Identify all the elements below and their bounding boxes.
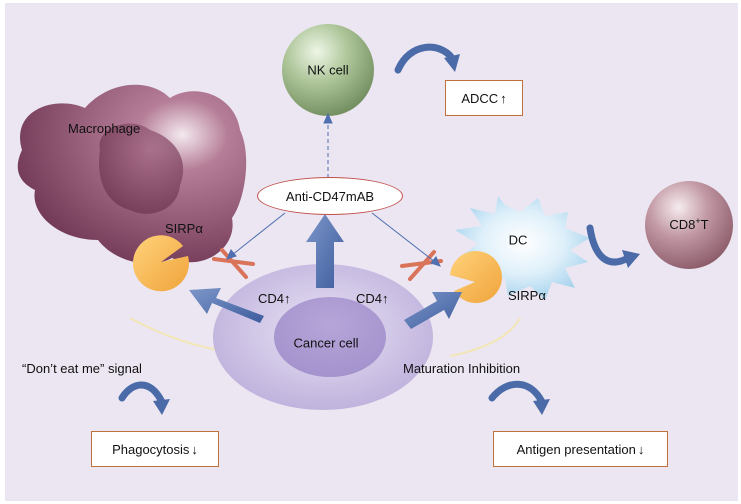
macrophage-nucleus xyxy=(99,123,184,214)
cd47-right-up-arrow-icon: ↑ xyxy=(382,291,389,306)
dc-label: DC xyxy=(508,232,528,248)
arrow-to-macrophage xyxy=(189,288,264,323)
cd47-left-label: CD4↑ xyxy=(258,292,291,305)
curved-arrow-icon-phagocytosis xyxy=(118,381,170,415)
nk-cell xyxy=(282,24,374,116)
down-arrow-icon-antigen: ↓ xyxy=(637,441,645,457)
arrow-to-dc xyxy=(404,292,462,329)
down-arrow-icon-phagocytosis: ↓ xyxy=(191,441,198,457)
cd47-left-text: CD4 xyxy=(258,291,285,306)
adcc-box: ADCC ↑ xyxy=(445,80,523,116)
cancer-cell-label: Cancer cell xyxy=(293,335,359,351)
sirpa-right-receptor xyxy=(450,251,502,304)
nk-cell-label: NK cell xyxy=(307,62,349,78)
cd8t-label: CD8+T xyxy=(669,215,709,233)
adcc-label: ADCC xyxy=(461,90,499,106)
arrow-up-from-cancer xyxy=(306,214,344,288)
curved-arrow-icon-cd8 xyxy=(586,224,640,268)
curved-arrow-icon-antigen xyxy=(488,380,550,415)
antigen-presentation-label: Antigen presentation xyxy=(516,441,636,457)
sirpa-left-label: SIRPα xyxy=(165,221,203,236)
cd8t-label-sup: + xyxy=(695,215,701,226)
cd47-left-up-arrow-icon: ↑ xyxy=(284,291,291,306)
cd47-right-text: CD4 xyxy=(356,291,383,306)
block-icon-left xyxy=(212,248,255,279)
cd47-right-label: CD4↑ xyxy=(356,292,389,305)
cd8t-label-tail: T xyxy=(700,217,709,233)
anti-cd47-antibody: Anti-CD47mAB xyxy=(257,177,403,215)
antibody-connector-lines xyxy=(226,112,441,267)
sirpa-left-receptor xyxy=(132,235,189,292)
cd8t-label-base: CD8 xyxy=(669,217,696,233)
antigen-presentation-box: Antigen presentation ↓ xyxy=(493,431,668,467)
cancer-cell-nucleus xyxy=(274,297,386,377)
curved-arrow-icon-nk xyxy=(394,43,460,74)
maturation-inhibition-label: Maturation Inhibition xyxy=(403,361,521,376)
phagocytosis-label: Phagocytosis xyxy=(112,441,190,457)
macrophage-label: Macrophage xyxy=(68,121,141,136)
phagocytosis-box: Phagocytosis ↓ xyxy=(91,431,219,467)
cd8t-cell xyxy=(645,181,733,269)
up-arrow-icon: ↑ xyxy=(500,90,507,106)
sirpa-right-label: SIRPα xyxy=(508,288,546,303)
dont-eat-me-label: “Don’t eat me” signal xyxy=(22,361,142,376)
